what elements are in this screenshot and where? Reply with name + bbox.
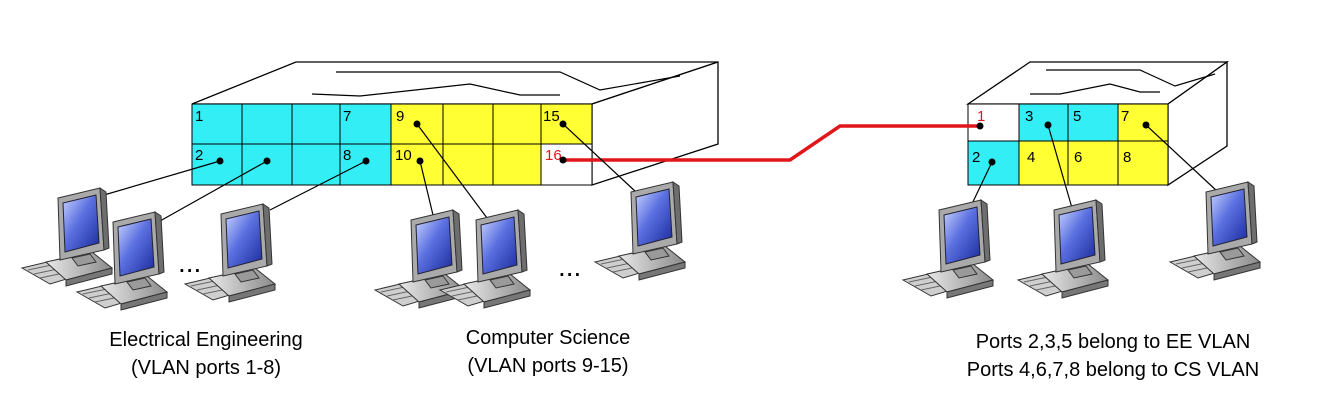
right-port-label-6: 6 xyxy=(1074,149,1082,166)
right-port-label-8: 8 xyxy=(1123,149,1131,166)
left-port-6-cell xyxy=(291,143,341,186)
cables xyxy=(103,123,1219,223)
left-port-1-cell xyxy=(191,103,243,145)
right-port-8-cell xyxy=(1117,140,1169,186)
right-port-label-7: 7 xyxy=(1121,108,1129,125)
connector-right-7 xyxy=(1142,121,1150,129)
caption-ee-line2: (VLAN ports 1-8) xyxy=(131,357,281,379)
right-port-label-5: 5 xyxy=(1073,108,1081,125)
right-port-4-cell xyxy=(1018,140,1069,186)
cable-left-port-10 xyxy=(419,160,434,216)
left-port-label-10: 10 xyxy=(395,147,412,164)
caption-ee-line1: Electrical Engineering xyxy=(109,329,302,351)
cable-right-port-7 xyxy=(1145,124,1219,193)
left-port-5-cell xyxy=(291,103,341,145)
left-port-label-9: 9 xyxy=(396,108,404,125)
right-port-label-4: 4 xyxy=(1027,149,1035,166)
cable-left-port-4 xyxy=(159,160,268,222)
caption-right-line2: Ports 4,6,7,8 belong to CS VLAN xyxy=(967,359,1259,381)
connector-right-3 xyxy=(1044,121,1052,129)
right-switch: 1 3 5 7 2 4 6 8 xyxy=(965,60,1230,187)
ellipsis-ee: ... xyxy=(178,247,201,278)
cable-left-port-8 xyxy=(269,160,367,211)
left-port-label-15: 15 xyxy=(543,108,560,125)
desktop-computer-icon xyxy=(902,199,994,299)
cable-left-port-15 xyxy=(562,123,637,193)
trunk-link xyxy=(563,124,980,162)
connector-left-16 xyxy=(559,156,567,164)
desktop-computer-icon xyxy=(21,187,113,287)
left-port-8-cell xyxy=(339,143,392,186)
left-port-2-cell xyxy=(191,143,243,186)
caption-cs-line2: (VLAN ports 9-15) xyxy=(467,355,628,377)
right-port-3-cell xyxy=(1018,103,1069,142)
left-switch: 1 2 7 8 9 10 15 16 xyxy=(191,61,719,186)
cable-left-port-2 xyxy=(103,160,221,196)
right-port-label-2: 2 xyxy=(972,149,980,166)
connector-left-10 xyxy=(416,157,424,165)
right-port-label-1: 1 xyxy=(977,108,985,125)
cable-right-port-3 xyxy=(1047,124,1073,209)
ellipsis-cs: ... xyxy=(558,251,581,282)
right-port-label-3: 3 xyxy=(1025,108,1033,125)
connector-left-15 xyxy=(559,120,567,128)
connector-left-2 xyxy=(216,157,224,165)
cable-left-port-9 xyxy=(416,123,491,223)
connector-left-9 xyxy=(413,120,421,128)
desktop-computer-icon xyxy=(594,181,686,281)
right-port-6-cell xyxy=(1067,140,1119,186)
connector-left-8 xyxy=(362,157,370,165)
desktop-computer-icon xyxy=(1017,199,1109,299)
left-port-label-8: 8 xyxy=(343,147,351,164)
left-port-label-1: 1 xyxy=(195,108,203,125)
left-port-14-cell xyxy=(492,143,542,186)
left-port-label-16: 16 xyxy=(545,147,562,164)
right-port-7-cell xyxy=(1117,103,1169,142)
connector-right-1 xyxy=(976,122,984,130)
left-port-3-cell xyxy=(241,103,293,145)
desktop-computer-icon xyxy=(1169,181,1261,281)
caption-cs-line1: Computer Science xyxy=(466,327,631,349)
connector-left-4 xyxy=(263,157,271,165)
left-port-label-2: 2 xyxy=(195,147,203,164)
right-port-1-cell xyxy=(967,103,1020,142)
caption-right-line1: Ports 2,3,5 belong to EE VLAN xyxy=(976,331,1251,353)
left-port-16-cell xyxy=(540,143,593,186)
port-connectors xyxy=(216,120,1150,166)
connector-right-2 xyxy=(988,158,996,166)
left-port-13-cell xyxy=(492,103,542,145)
left-port-11-cell xyxy=(442,103,494,145)
left-port-12-cell xyxy=(442,143,494,186)
left-port-label-7: 7 xyxy=(343,108,351,125)
cable-right-port-2 xyxy=(969,161,993,209)
